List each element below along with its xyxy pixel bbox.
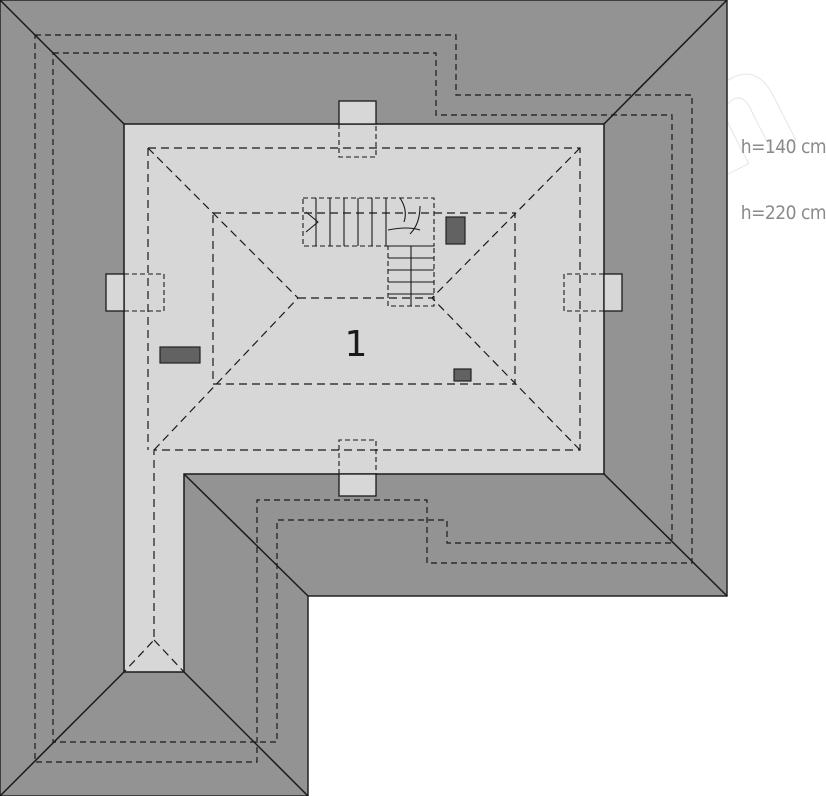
legend-height-220: h=220 cm bbox=[740, 202, 826, 224]
dormer-dashed bbox=[124, 124, 604, 474]
chimney-2 bbox=[159, 346, 201, 364]
dormer-right bbox=[603, 273, 623, 312]
room-number: 1 bbox=[345, 324, 368, 365]
staircase bbox=[302, 197, 435, 307]
legend-height-140: h=140 cm bbox=[740, 136, 826, 158]
wall-dashed-lines bbox=[34, 34, 693, 763]
height-lines bbox=[123, 147, 581, 673]
dormer-bottom bbox=[338, 473, 377, 497]
dormer-left bbox=[105, 273, 125, 312]
dormers bbox=[105, 100, 623, 497]
chimney-1 bbox=[445, 216, 466, 245]
hip-lines bbox=[0, 0, 728, 796]
chimney-3 bbox=[453, 368, 472, 382]
dormer-top bbox=[338, 100, 377, 125]
